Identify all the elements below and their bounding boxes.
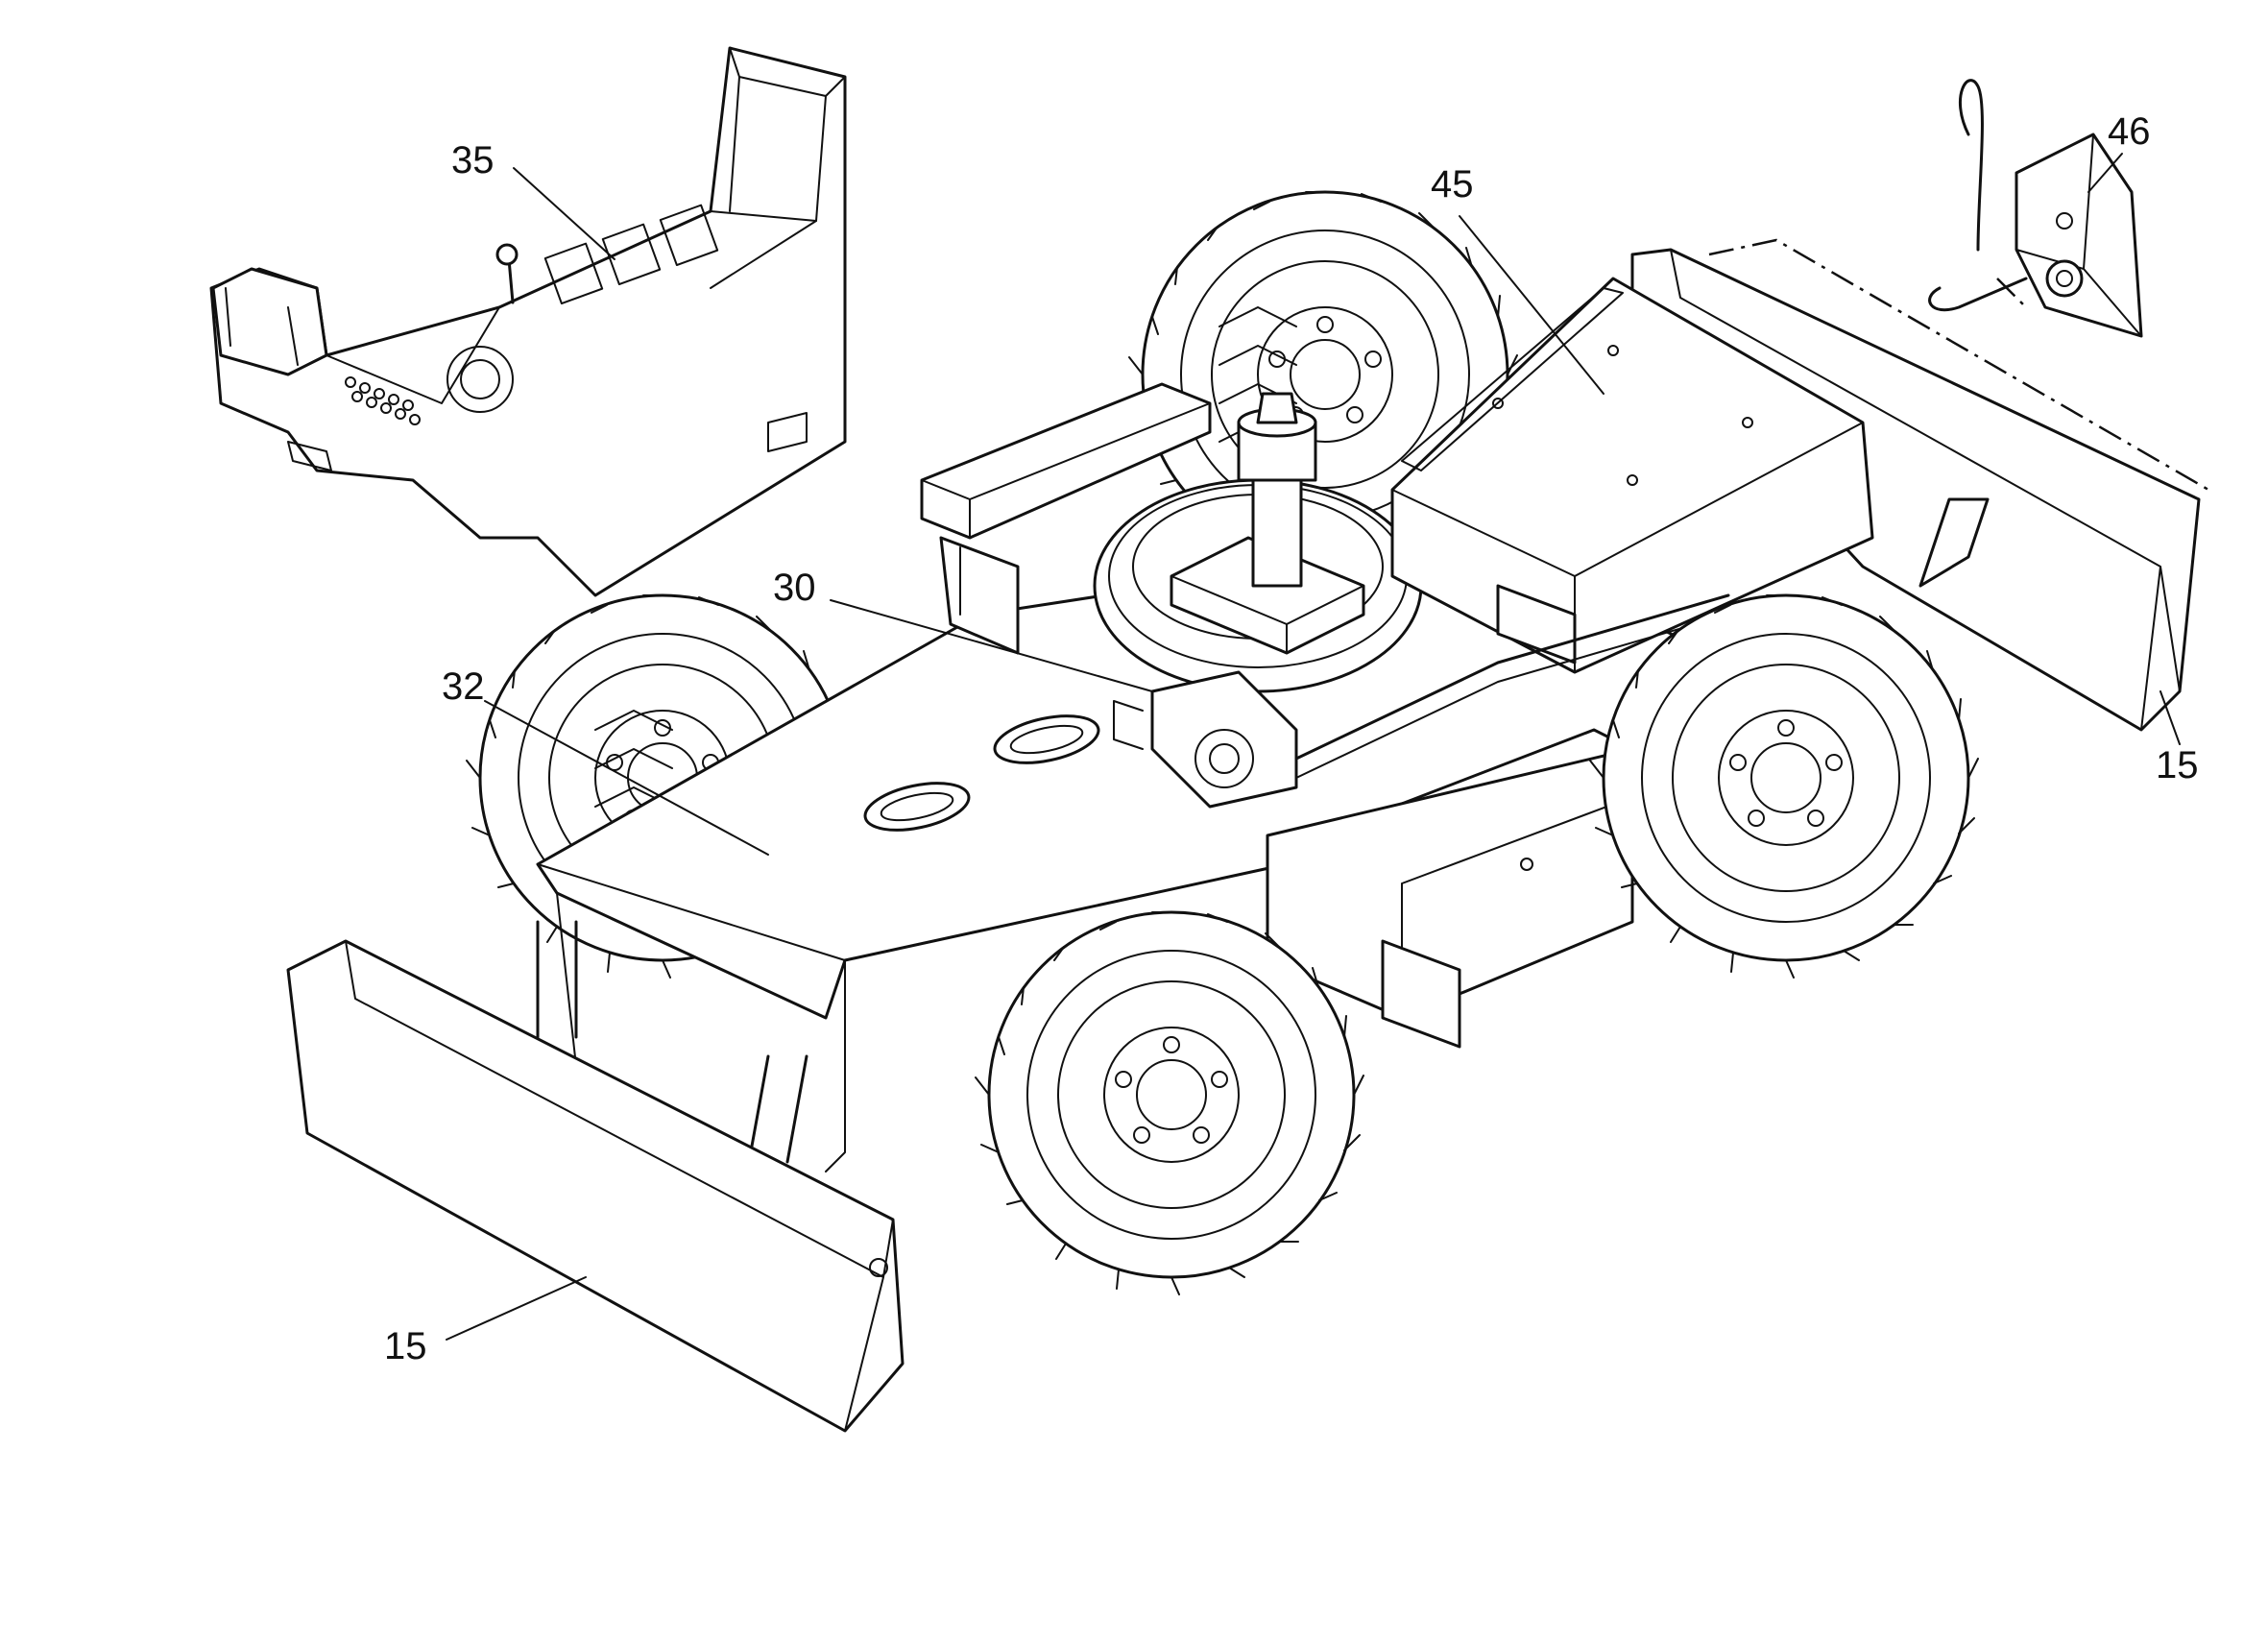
lock-pin-assembly <box>1928 79 2143 338</box>
outrigger-bracket-left <box>920 382 1212 655</box>
drive-shaft <box>1294 593 1730 761</box>
callout-15-front: 15 <box>384 1325 427 1367</box>
callout-32: 32 <box>442 665 485 708</box>
engine-hood <box>1390 277 1874 674</box>
slewing-ring <box>1093 392 1423 809</box>
operator-console <box>209 46 847 597</box>
leader-lines <box>446 153 2181 1341</box>
callout-46: 46 <box>2108 110 2151 153</box>
callout-35: 35 <box>451 139 495 181</box>
callout-15-rear: 15 <box>2156 744 2199 786</box>
front-dozer-blade <box>286 920 905 1433</box>
callout-45: 45 <box>1431 163 1474 206</box>
callout-30: 30 <box>773 567 816 609</box>
outrigger-bracket-right <box>1266 728 1634 1049</box>
attachment-axis-line <box>1708 238 2209 492</box>
front-right-wheel <box>974 910 1365 1296</box>
